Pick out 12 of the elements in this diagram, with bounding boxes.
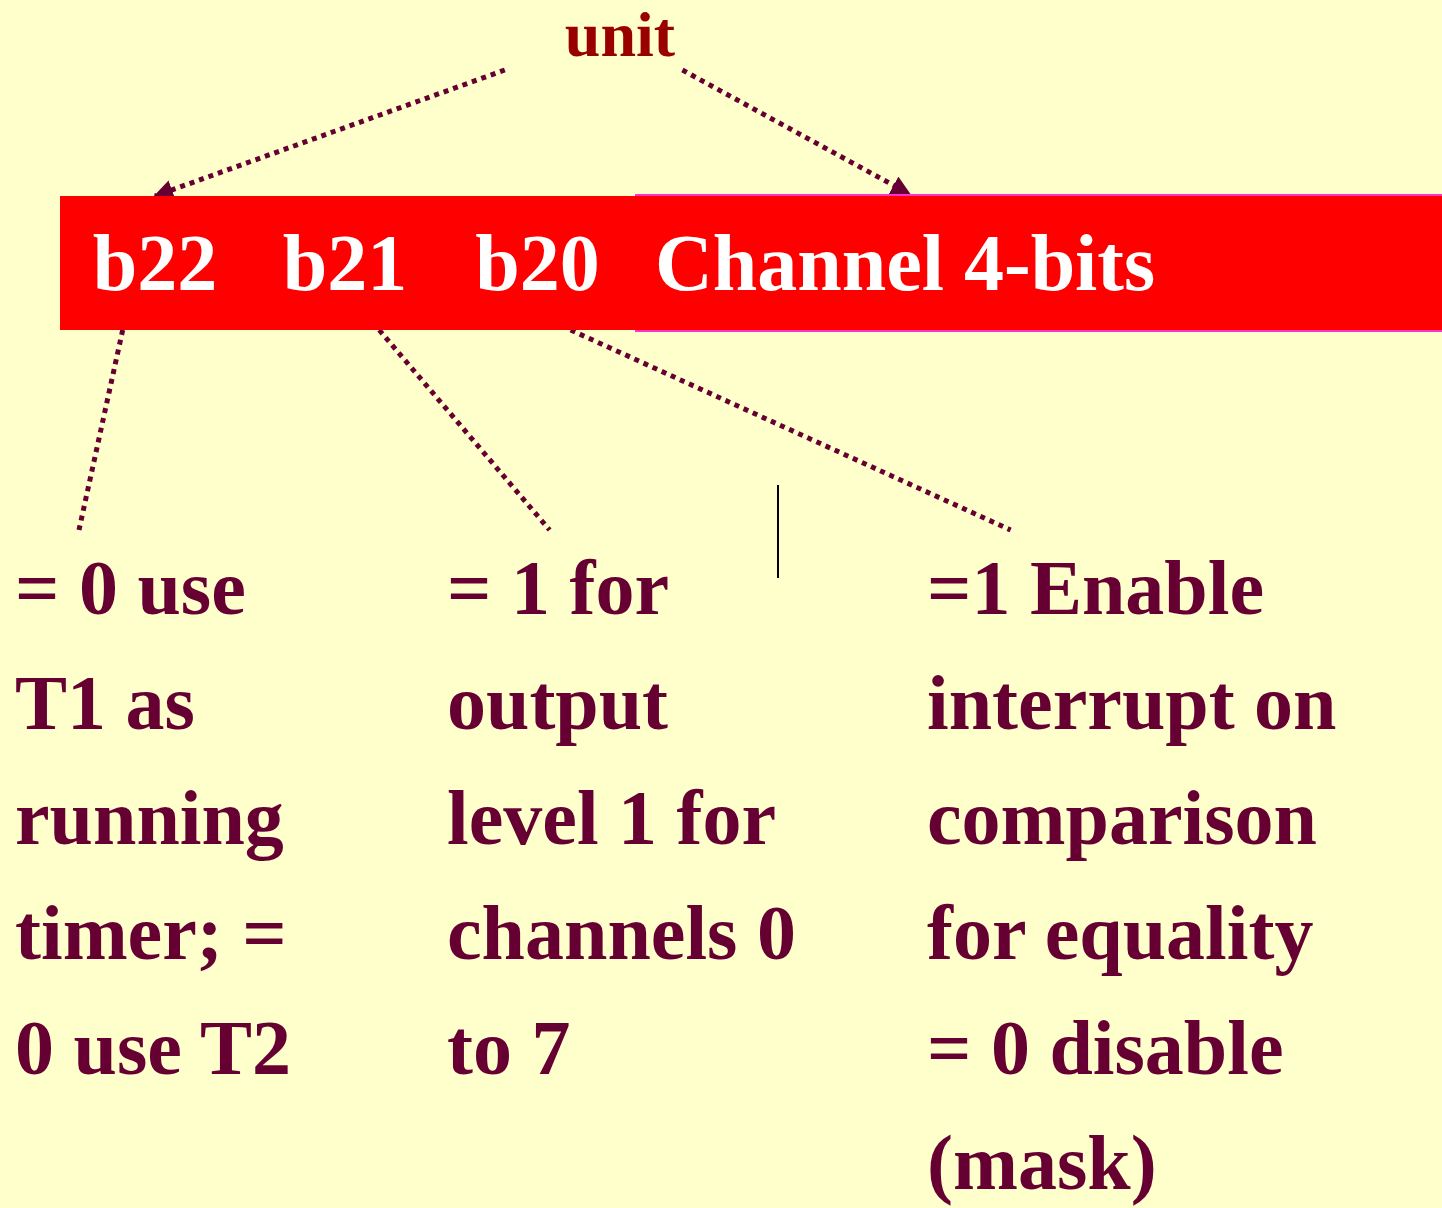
- dotted-arrow: [681, 67, 912, 197]
- bit-cell: b22: [60, 196, 250, 330]
- channel-field: Channel 4-bits: [635, 194, 1442, 332]
- bit-cell: b21: [250, 196, 440, 330]
- description-text: = 0 use T1 as running timer; = 0 use T2: [15, 530, 335, 1105]
- node-label: b21: [282, 219, 408, 307]
- description-text: =1 Enable interrupt on comparison for equality = 0 disable (mask): [927, 530, 1345, 1208]
- bit-cell: b20: [440, 196, 635, 330]
- description-text: = 1 for output level 1 for channels 0 to 7: [447, 530, 827, 1105]
- node-label: b20: [475, 219, 600, 307]
- heading-text: unit: [500, 0, 740, 70]
- node-label: b22: [92, 219, 218, 307]
